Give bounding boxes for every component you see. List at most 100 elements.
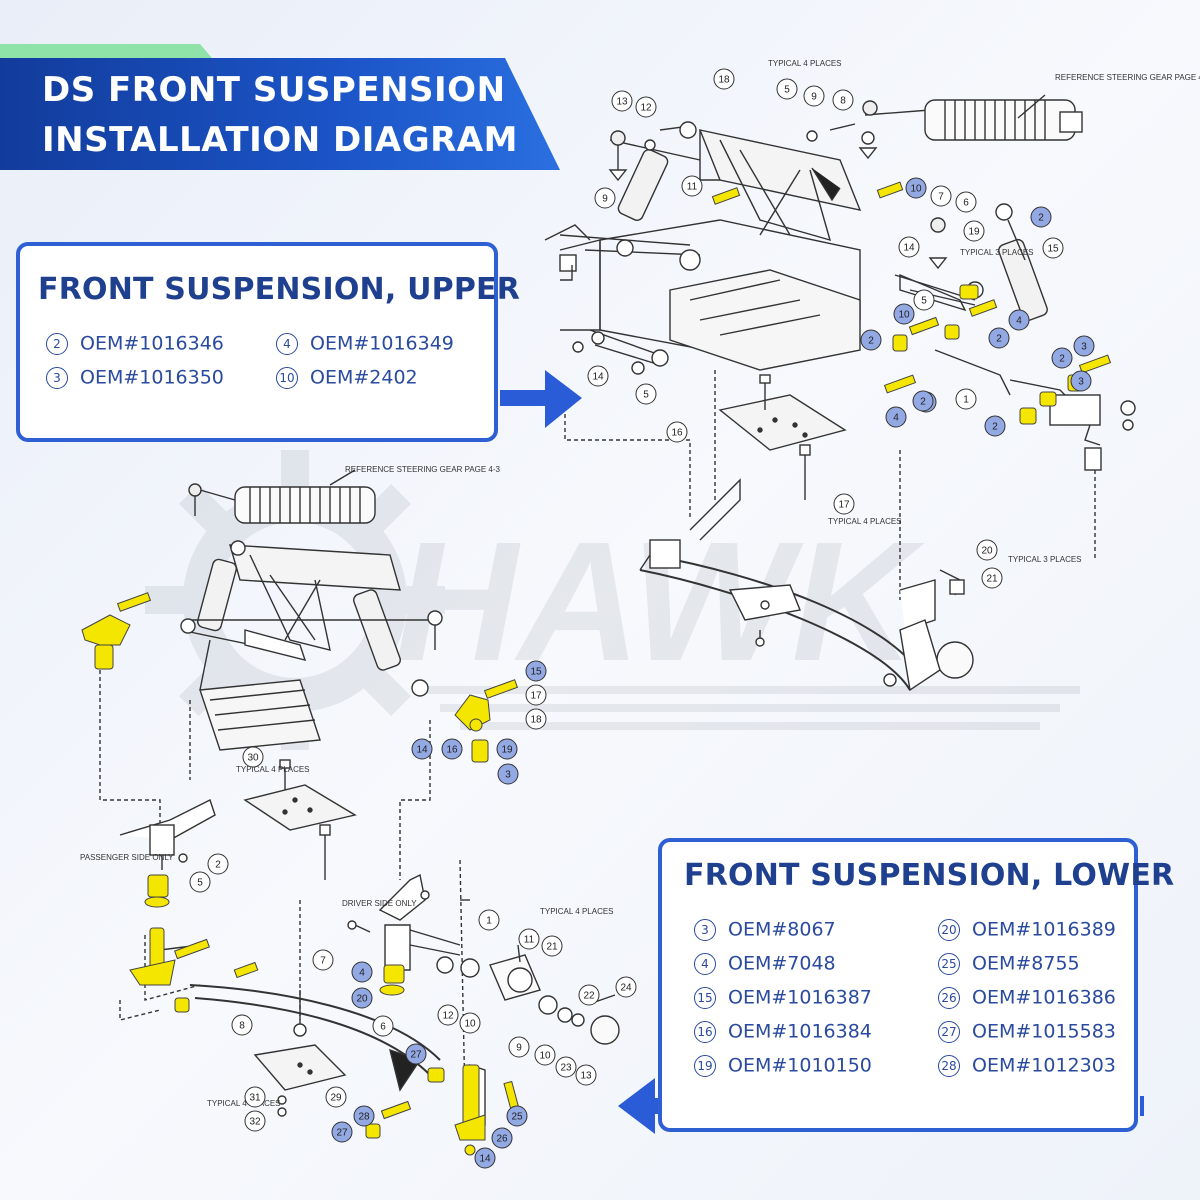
part-oem-number: OEM#1016349 bbox=[310, 332, 454, 355]
note-typical3a: TYPICAL 3 PLACES bbox=[960, 248, 1034, 257]
part-number-badge: 27 bbox=[938, 1020, 960, 1043]
lower-diagram bbox=[99, 469, 620, 1126]
lower-callout-11: 11 bbox=[518, 928, 540, 950]
lower-callout-10: 10 bbox=[534, 1044, 556, 1066]
lower-callout-23: 23 bbox=[555, 1056, 577, 1078]
lower-callout-label: 18 bbox=[530, 715, 542, 726]
upper-callout-label: 5 bbox=[643, 390, 649, 401]
part-number-badge: 20 bbox=[938, 918, 960, 941]
lower-callout-1: 1 bbox=[478, 909, 500, 931]
part-number-badge: 28 bbox=[938, 1054, 960, 1077]
lower-callout-5: 5 bbox=[189, 871, 211, 893]
upper-callout-2: 2 bbox=[1051, 347, 1073, 369]
upper-callout-6: 6 bbox=[955, 191, 977, 213]
upper-callout-label: 4 bbox=[1016, 316, 1022, 327]
upper-callout-label: 1 bbox=[963, 395, 969, 406]
lower-callout-label: 27 bbox=[336, 1128, 348, 1139]
callout-layer: 1859813121110762919151451042223231451242… bbox=[189, 68, 1095, 1169]
upper-callout-label: 19 bbox=[968, 227, 980, 238]
lower-callout-12: 12 bbox=[437, 1004, 459, 1026]
part-number-badge: 2 bbox=[46, 332, 68, 355]
upper-callout-17: 17 bbox=[833, 493, 855, 515]
upper-callout-2: 2 bbox=[1030, 206, 1052, 228]
upper-callout-18: 18 bbox=[713, 68, 735, 90]
upper-callout-12: 12 bbox=[635, 96, 657, 118]
upper-callout-label: 11 bbox=[687, 182, 698, 193]
upper-callout-4: 4 bbox=[1008, 309, 1030, 331]
lower-callout-3: 3 bbox=[497, 763, 519, 785]
lower-callout-label: 6 bbox=[380, 1022, 386, 1033]
lower-callout-32: 32 bbox=[244, 1110, 266, 1132]
title-line-1: DS FRONT SUSPENSION bbox=[42, 70, 506, 110]
upper-panel-title: FRONT SUSPENSION, UPPER bbox=[38, 272, 521, 307]
upper-callout-label: 2 bbox=[1059, 354, 1065, 365]
upper-callout-3: 3 bbox=[1070, 370, 1092, 392]
part-oem-number: OEM#8067 bbox=[728, 918, 836, 941]
lower-callout-label: 13 bbox=[580, 1071, 592, 1082]
part-number-badge: 10 bbox=[276, 366, 298, 389]
upper-callout-label: 9 bbox=[811, 92, 817, 103]
lower-callout-17: 17 bbox=[525, 684, 547, 706]
lower-callout-label: 7 bbox=[320, 956, 326, 967]
lower-callout-6: 6 bbox=[372, 1015, 394, 1037]
lower-callout-label: 2 bbox=[215, 860, 221, 871]
part-number-badge: 4 bbox=[694, 952, 716, 975]
part-oem-number: OEM#1016384 bbox=[728, 1020, 872, 1043]
lower-callout-label: 9 bbox=[516, 1043, 522, 1054]
upper-callout-label: 13 bbox=[616, 97, 628, 108]
upper-callout-label: 9 bbox=[602, 194, 608, 205]
upper-callout-2: 2 bbox=[912, 390, 934, 412]
upper-callout-2: 2 bbox=[988, 327, 1010, 349]
part-number-badge: 15 bbox=[694, 986, 716, 1009]
note-typical4-lower-c: TYPICAL 4 PLACES bbox=[207, 1099, 281, 1108]
lower-callout-27: 27 bbox=[405, 1043, 427, 1065]
upper-callout-9: 9 bbox=[803, 85, 825, 107]
upper-callout-label: 10 bbox=[898, 310, 910, 321]
lower-notes: REFERENCE STEERING GEAR PAGE 4-3 TYPICAL… bbox=[80, 465, 614, 1108]
note-driver: DRIVER SIDE ONLY bbox=[342, 899, 417, 908]
title-banner bbox=[0, 58, 560, 170]
lower-callout-label: 27 bbox=[410, 1050, 422, 1061]
lower-callout-label: 21 bbox=[546, 942, 558, 953]
upper-callout-7: 7 bbox=[930, 185, 952, 207]
part-number-badge: 26 bbox=[938, 986, 960, 1009]
shock-absorber-left bbox=[617, 121, 697, 221]
lower-callout-label: 3 bbox=[505, 770, 511, 781]
upper-callout-label: 14 bbox=[592, 372, 604, 383]
upper-callout-label: 18 bbox=[718, 75, 730, 86]
upper-callout-label: 10 bbox=[910, 184, 922, 195]
part-number-badge: 3 bbox=[46, 366, 68, 389]
lower-callout-28: 28 bbox=[353, 1105, 375, 1127]
lower-callout-13: 13 bbox=[575, 1064, 597, 1086]
lower-callout-8: 8 bbox=[231, 1014, 253, 1036]
upper-callout-19: 19 bbox=[963, 220, 985, 242]
upper-callout-label: 3 bbox=[1078, 377, 1084, 388]
lower-callout-label: 5 bbox=[197, 878, 203, 889]
shock-absorber-right bbox=[995, 203, 1048, 322]
lower-callout-label: 15 bbox=[530, 667, 542, 678]
lower-callout-29: 29 bbox=[325, 1086, 347, 1108]
lower-callout-26: 26 bbox=[491, 1127, 513, 1149]
part-oem-number: OEM#1012303 bbox=[972, 1054, 1116, 1077]
upper-callout-5: 5 bbox=[635, 383, 657, 405]
lower-callout-label: 24 bbox=[620, 983, 632, 994]
lower-callout-20: 20 bbox=[351, 987, 373, 1009]
lower-callout-label: 12 bbox=[442, 1011, 454, 1022]
lower-callout-31: 31 bbox=[244, 1086, 266, 1108]
title-line-2: INSTALLATION DIAGRAM bbox=[42, 120, 518, 160]
upper-callout-label: 4 bbox=[893, 413, 899, 424]
lower-callout-18: 18 bbox=[525, 708, 547, 730]
lower-callout-label: 20 bbox=[356, 994, 368, 1005]
lower-callout-14: 14 bbox=[411, 738, 433, 760]
lower-callout-label: 31 bbox=[249, 1093, 261, 1104]
